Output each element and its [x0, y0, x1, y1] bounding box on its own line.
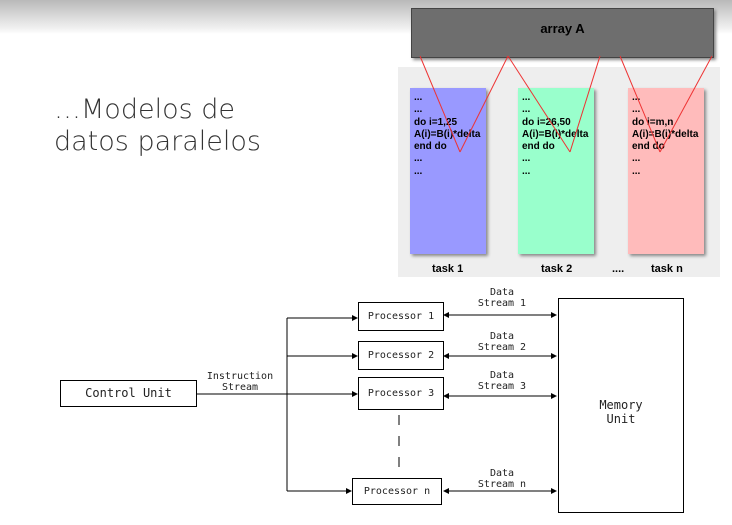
task-n-box: ... ... do i=m,n A(i)=B(i)*delta end do … [628, 88, 704, 254]
tasks-ellipsis: .... [612, 263, 625, 275]
processor-n-box: Processor n [352, 478, 442, 505]
data-stream-1-label: Data Stream 1 [462, 287, 542, 309]
task-n-line: ... [632, 92, 641, 103]
data-stream-label-line: Stream n [477, 479, 527, 490]
mapping-line [569, 55, 601, 153]
data-stream-n-label: Data Stream n [462, 468, 542, 490]
instruction-stream-label-line: Instruction [206, 371, 274, 382]
memory-unit-label: Memory Unit [559, 398, 683, 426]
data-stream-label-line: Data [489, 287, 515, 298]
processor-2-box: Processor 2 [358, 341, 444, 370]
task-1-label: task 1 [432, 263, 464, 275]
instruction-stream-label: Instruction Stream [200, 371, 280, 393]
task-1-line: end do [414, 141, 447, 153]
task-1-line: do i=1,25 [414, 116, 458, 128]
slide-title: …Modelos de datos paralelos [54, 94, 261, 157]
task-2-line: ... [522, 165, 531, 177]
processor-3-box: Processor 3 [358, 377, 444, 410]
array-a-box: array A [411, 8, 714, 58]
task-1-line: ... [414, 153, 423, 165]
array-mapping-lines [419, 55, 713, 153]
task-2-line: ... [522, 153, 531, 165]
memory-unit-label-line: Unit [606, 412, 636, 426]
instruction-stream-label-line: Stream [221, 382, 259, 393]
memory-unit-box: Memory Unit [558, 298, 684, 513]
control-unit-box: Control Unit [60, 380, 197, 407]
mapping-line [659, 55, 713, 153]
mapping-line [507, 55, 571, 153]
data-stream-label-line: Stream 3 [477, 381, 527, 392]
data-stream-label-line: Data [489, 370, 515, 381]
task-1-line: ... [414, 92, 423, 103]
task-1-line: ... [414, 104, 423, 116]
mapping-line [619, 55, 661, 153]
data-stream-3-label: Data Stream 3 [462, 370, 542, 392]
data-stream-label-line: Stream 2 [477, 342, 527, 353]
mapping-line [459, 55, 509, 153]
task-n-line: ... [632, 104, 641, 116]
task-n-line: do i=m,n [632, 116, 674, 128]
task-2-line: A(i)=B(i)*delta [522, 128, 589, 140]
data-stream-label-line: Data [489, 468, 515, 479]
task-2-label: task 2 [541, 263, 573, 275]
processor-1-box: Processor 1 [358, 302, 444, 331]
task-2-line: do i=26,50 [522, 116, 571, 128]
task-n-line: ... [632, 165, 641, 177]
task-2-line: ... [522, 92, 531, 103]
data-stream-2-label: Data Stream 2 [462, 331, 542, 353]
task-n-line: A(i)=B(i)*delta [632, 128, 699, 140]
task-n-label: task n [651, 263, 683, 275]
task-2-line: ... [522, 104, 531, 116]
task-n-line: end do [632, 141, 665, 153]
data-stream-label-line: Data [489, 331, 515, 342]
mapping-line [419, 55, 461, 153]
task-1-box: ... ... do i=1,25 A(i)=B(i)*delta end do… [410, 88, 486, 254]
task-2-line: end do [522, 141, 555, 153]
memory-unit-label-line: Memory [599, 398, 643, 412]
task-1-line: A(i)=B(i)*delta [414, 128, 481, 140]
task-1-line: ... [414, 165, 423, 177]
task-2-box: ... ... do i=26,50 A(i)=B(i)*delta end d… [518, 88, 594, 254]
data-stream-label-line: Stream 1 [477, 298, 527, 309]
task-n-line: ... [632, 153, 641, 165]
